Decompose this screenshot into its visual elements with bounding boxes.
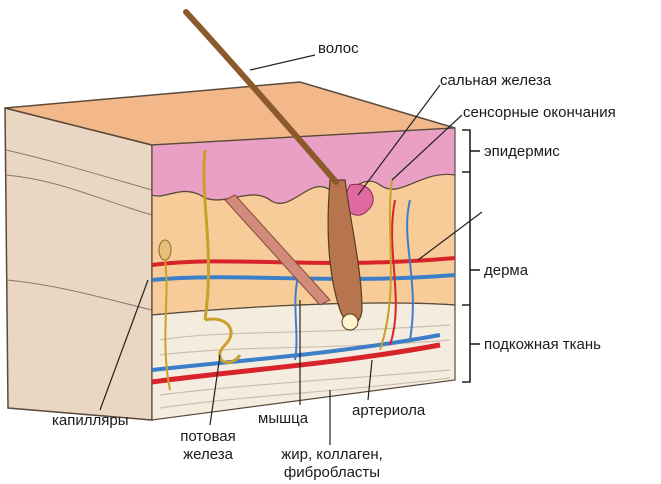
label-sweat-gland-line2: железа — [158, 446, 258, 464]
label-arteriole: артериола — [352, 402, 425, 420]
label-fat-line2: фибробласты — [262, 464, 402, 482]
label-sensory-endings: сенсорные окончания — [463, 104, 616, 122]
label-muscle: мышца — [258, 410, 308, 428]
label-capillaries: капилляры — [52, 412, 129, 430]
leader-hair — [250, 55, 315, 70]
label-epidermis: эпидермис — [484, 143, 560, 161]
label-fat-line1: жир, коллаген, — [262, 446, 402, 464]
label-hair: волос — [318, 40, 359, 58]
label-sebaceous-gland: сальная железа — [440, 72, 551, 90]
label-dermis: дерма — [484, 262, 528, 280]
dermis-layer — [152, 174, 455, 315]
sensory-ending — [159, 240, 171, 260]
label-sweat-gland-line1: потовая — [158, 428, 258, 446]
label-subcutaneous: подкожная ткань — [484, 336, 601, 354]
hair-bulb — [342, 314, 358, 330]
layer-bracket — [462, 130, 470, 382]
